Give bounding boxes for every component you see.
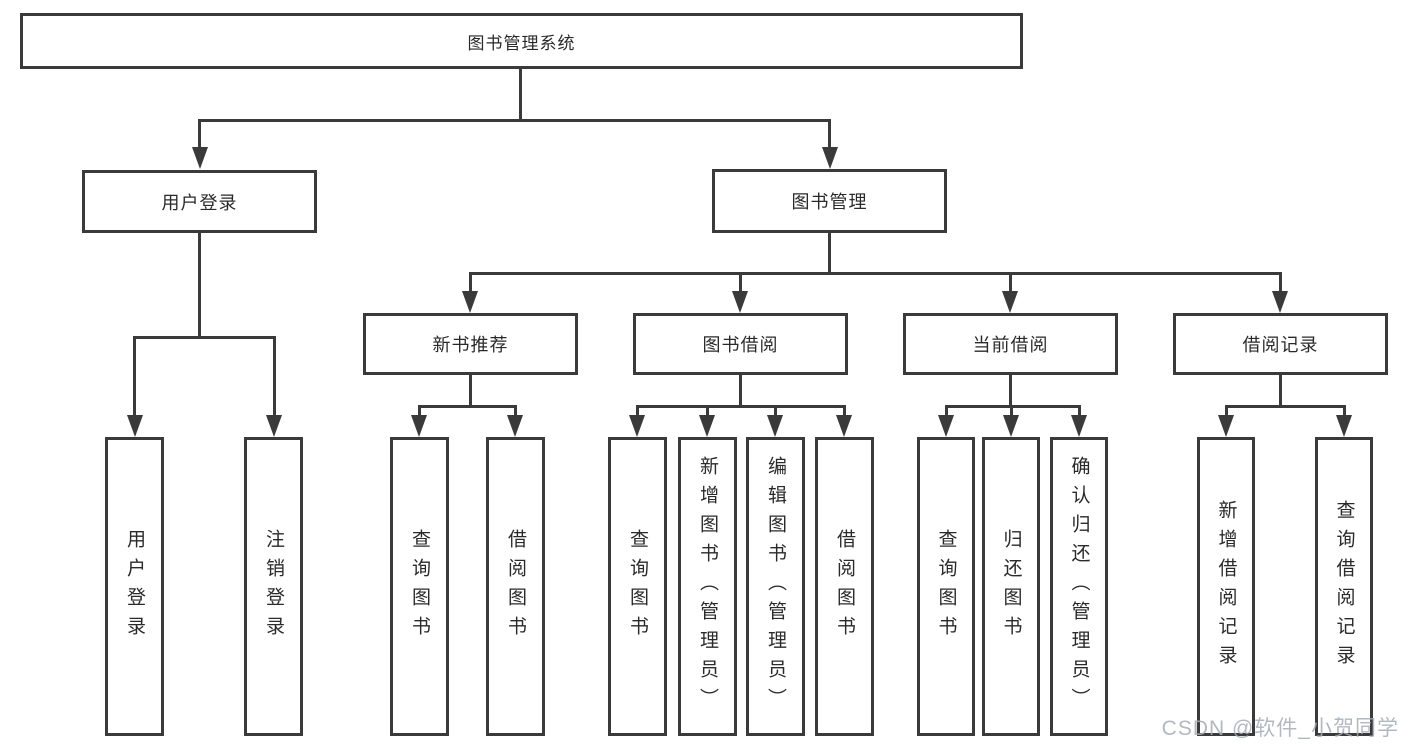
- connector-drop-borrowing-records: [1279, 272, 1282, 293]
- connector-recommend-rail: [418, 405, 517, 408]
- node-label: 借阅记录: [1242, 335, 1319, 355]
- connector-current-rail: [945, 405, 1081, 408]
- connector-drop: [1010, 405, 1013, 417]
- node-label: 图书借阅: [702, 335, 779, 355]
- node-label: 图书管理: [791, 192, 868, 212]
- connector-book-mgmt-stem: [828, 233, 831, 272]
- arrow-to-leaf: [411, 415, 427, 437]
- node-book-borrowing: 图书借阅: [633, 313, 848, 375]
- leaf-query-books-recommend: 查询图书: [390, 437, 449, 736]
- connector-records-stem: [1279, 375, 1282, 405]
- node-label: 当前借阅: [972, 335, 1049, 355]
- arrow-to-leaf: [1218, 415, 1234, 437]
- node-current-borrowing: 当前借阅: [903, 313, 1118, 375]
- leaf-add-borrow-record: 新增借阅记录: [1197, 437, 1255, 736]
- node-book-management: 图书管理: [712, 169, 947, 233]
- arrow-to-leaf: [629, 415, 645, 437]
- arrow-to-leaf: [836, 415, 852, 437]
- arrow-to-leaf-user-login: [127, 415, 143, 437]
- connector-book-mgmt-rail: [469, 272, 1282, 275]
- node-user-login: 用户登录: [82, 170, 317, 233]
- node-library-system: 图书管理系统: [20, 13, 1023, 69]
- leaf-label: 借阅图书: [834, 528, 855, 645]
- arrow-to-leaf: [507, 415, 523, 437]
- leaf-label: 编辑图书（管理员）: [765, 456, 786, 717]
- arrow-to-current-borrowing: [1002, 291, 1018, 313]
- connector-drop: [945, 405, 948, 417]
- arrow-to-leaf: [1336, 415, 1352, 437]
- leaf-query-books-borrowing: 查询图书: [608, 437, 667, 736]
- arrow-to-leaf: [767, 415, 783, 437]
- leaf-label: 借阅图书: [505, 528, 526, 645]
- connector-drop-leaf-user-login: [133, 336, 136, 417]
- arrow-to-leaf: [1071, 415, 1087, 437]
- connector-recommend-stem: [469, 375, 472, 405]
- leaf-label: 新增借阅记录: [1215, 499, 1237, 674]
- leaf-borrow-books-recommend: 借阅图书: [486, 437, 545, 736]
- leaf-label: 用户登录: [124, 528, 145, 645]
- leaf-query-books-current: 查询图书: [917, 437, 975, 736]
- connector-borrowing-stem: [739, 375, 742, 405]
- arrow-to-book-management: [822, 147, 838, 169]
- connector-drop: [514, 405, 517, 417]
- connector-drop: [1078, 405, 1081, 417]
- leaf-return-books: 归还图书: [982, 437, 1040, 736]
- connector-drop-book-management: [828, 119, 831, 149]
- connector-drop-leaf-logout: [273, 336, 276, 417]
- leaf-edit-books-admin: 编辑图书（管理员）: [746, 437, 805, 736]
- connector-drop: [843, 405, 846, 417]
- connector-drop: [1343, 405, 1346, 417]
- leaf-label: 查询图书: [627, 528, 648, 645]
- leaf-label: 查询借阅记录: [1333, 499, 1355, 674]
- leaf-confirm-return-admin: 确认归还（管理员）: [1050, 437, 1108, 736]
- connector-borrowing-rail: [636, 405, 846, 408]
- arrow-to-leaf: [699, 415, 715, 437]
- connector-records-rail: [1225, 405, 1346, 408]
- connector-drop: [774, 405, 777, 417]
- connector-current-stem: [1009, 375, 1012, 405]
- connector-drop-user-login: [198, 119, 201, 149]
- arrow-to-leaf: [938, 415, 954, 437]
- connector-drop: [418, 405, 421, 417]
- leaf-borrow-books-borrowing: 借阅图书: [815, 437, 874, 736]
- connector-drop-new-book-recommend: [469, 272, 472, 293]
- leaf-label: 查询图书: [409, 528, 430, 645]
- connector-drop: [636, 405, 639, 417]
- leaf-label: 注销登录: [263, 528, 284, 645]
- node-label: 图书管理系统: [467, 33, 576, 53]
- node-borrowing-records: 借阅记录: [1173, 313, 1388, 375]
- leaf-logout: 注销登录: [244, 437, 303, 736]
- connector-drop: [1225, 405, 1228, 417]
- node-new-book-recommend: 新书推荐: [363, 313, 578, 375]
- arrow-to-user-login: [192, 147, 208, 169]
- leaf-label: 查询图书: [935, 528, 957, 645]
- leaf-query-borrow-record: 查询借阅记录: [1315, 437, 1373, 736]
- arrow-to-leaf-logout: [266, 415, 282, 437]
- csdn-watermark: CSDN @软件_小贺同学: [1161, 717, 1399, 740]
- arrow-to-book-borrowing: [732, 291, 748, 313]
- node-label: 用户登录: [161, 192, 238, 213]
- connector-drop: [706, 405, 709, 417]
- leaf-label: 归还图书: [1000, 528, 1022, 645]
- connector-root-stem: [519, 69, 522, 119]
- leaf-label: 确认归还（管理员）: [1068, 456, 1090, 717]
- leaf-add-books-admin: 新增图书（管理员）: [678, 437, 737, 736]
- connector-user-login-rail: [133, 336, 276, 339]
- connector-user-login-stem: [198, 233, 201, 336]
- arrow-to-new-book-recommend: [462, 291, 478, 313]
- arrow-to-borrowing-records: [1272, 291, 1288, 313]
- leaf-label: 新增图书（管理员）: [697, 456, 718, 717]
- arrow-to-leaf: [1003, 415, 1019, 437]
- connector-drop-current-borrowing: [1009, 272, 1012, 293]
- node-label: 新书推荐: [432, 335, 509, 355]
- connector-root-rail: [198, 119, 831, 122]
- leaf-user-login: 用户登录: [105, 437, 164, 736]
- connector-drop-book-borrowing: [739, 272, 742, 293]
